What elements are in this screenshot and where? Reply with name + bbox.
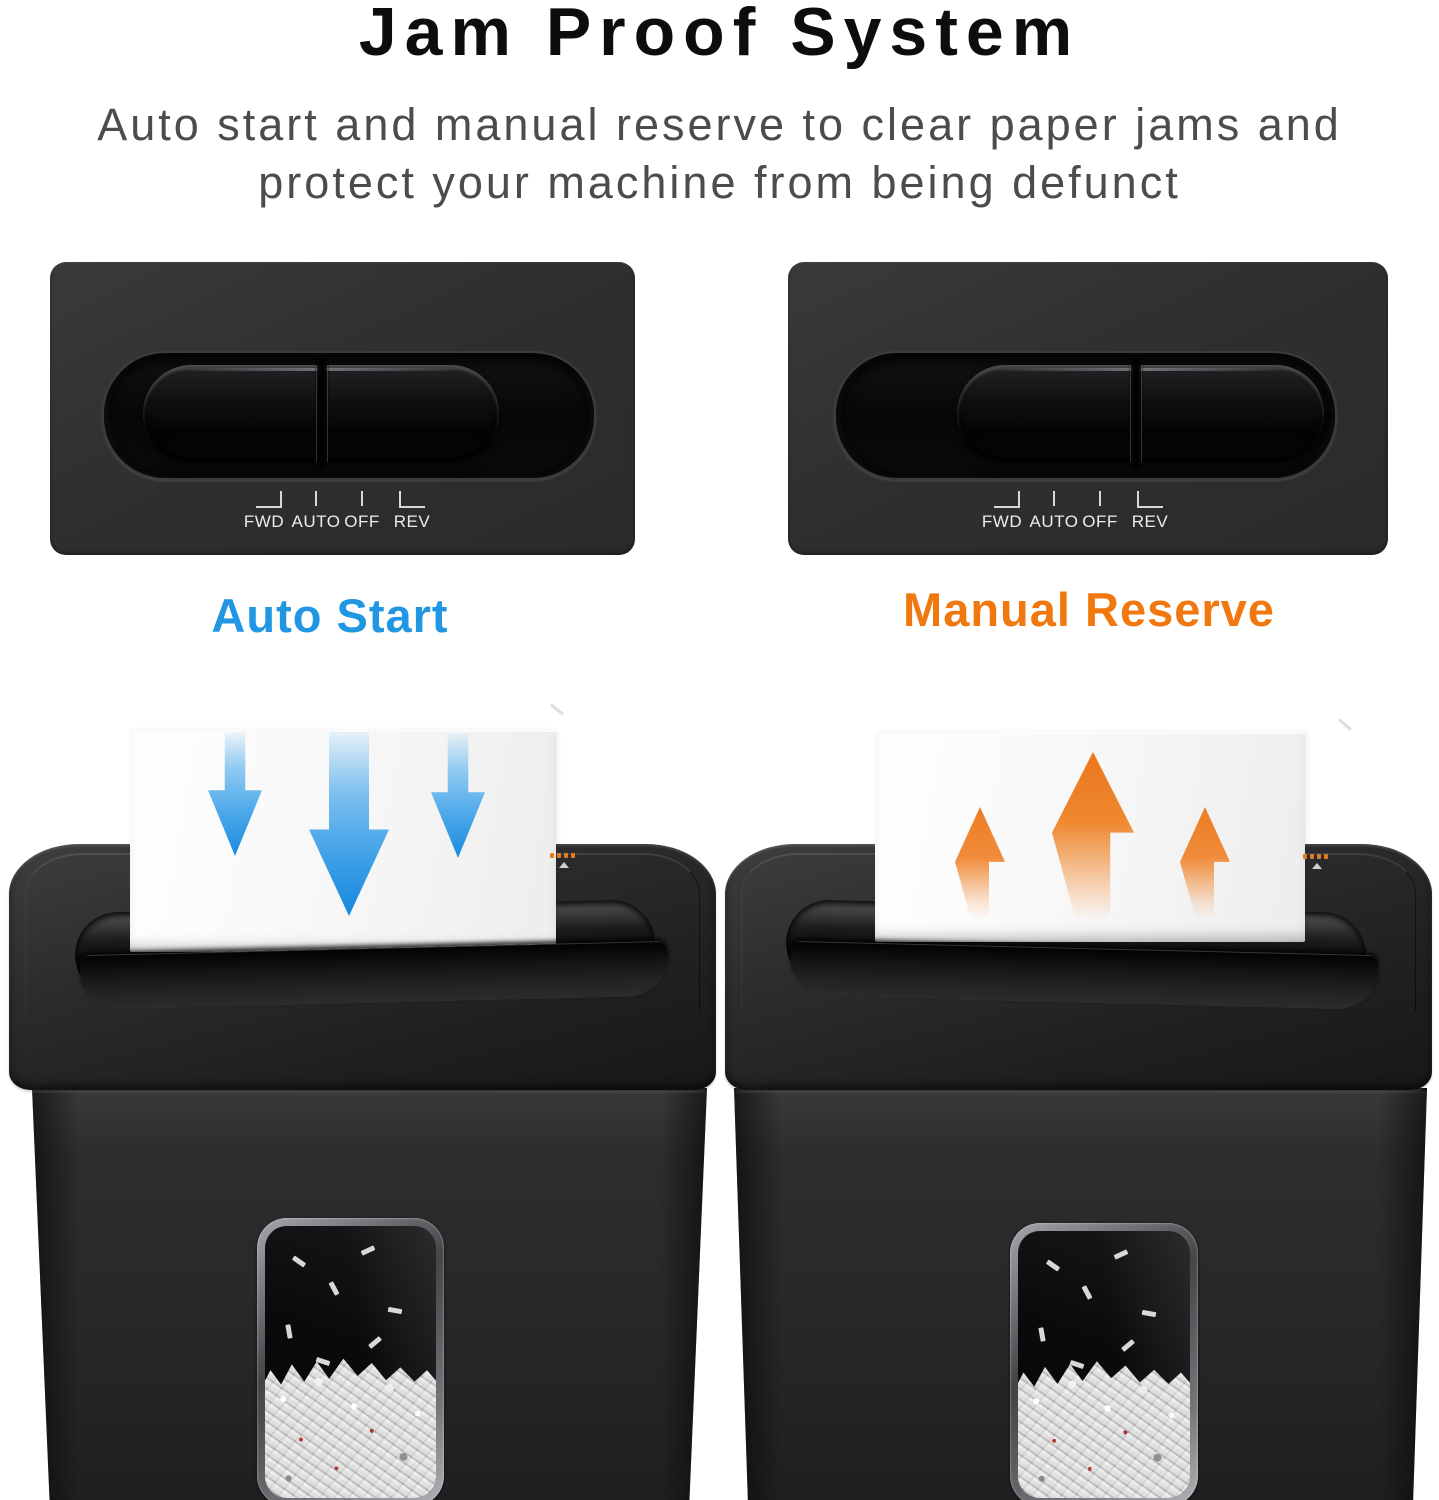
tick-off: [1099, 491, 1101, 506]
shredder-body: [32, 1088, 707, 1500]
speck-artifact: [1337, 718, 1353, 731]
slider-knob[interactable]: [143, 358, 499, 469]
control-panel-manual-reserve: FWD AUTO OFF REV: [788, 262, 1388, 555]
tick-rev: [1137, 491, 1163, 508]
slider-track: [102, 351, 596, 480]
slider-track: [834, 351, 1337, 480]
arrow-up-icon: [955, 807, 1005, 919]
switch-label-fwd: FWD: [243, 512, 285, 531]
control-panel-auto-start: FWD AUTO OFF REV: [50, 262, 635, 555]
subtitle: Auto start and manual reserve to clear p…: [0, 96, 1439, 212]
switch-label-off: OFF: [1082, 512, 1118, 531]
switch-label-auto: AUTO: [1029, 512, 1079, 531]
window-glass: [1018, 1231, 1190, 1498]
subtitle-line1: Auto start and manual reserve to clear p…: [97, 99, 1342, 150]
subtitle-line2: protect your machine from being defunct: [258, 157, 1181, 208]
indicator-pointer: [1312, 863, 1322, 869]
switch-label-rev: REV: [393, 512, 431, 531]
arrow-down-icon: [309, 732, 389, 916]
tick-rev: [399, 491, 425, 508]
manual-reserve-caption: Manual Reserve: [903, 583, 1275, 636]
arrow-down-icon: [431, 734, 485, 858]
switch-label-off: OFF: [344, 512, 380, 531]
shredded-paper-pile: [1018, 1361, 1190, 1498]
speck-artifact: [549, 703, 565, 716]
arrow-down-icon: [208, 732, 262, 856]
shredded-paper-pile: [265, 1358, 436, 1498]
switch-label-auto: AUTO: [291, 512, 341, 531]
tick-auto: [315, 491, 317, 506]
tick-auto: [1053, 491, 1055, 506]
viewing-window: [257, 1218, 444, 1500]
tick-fwd: [256, 491, 282, 508]
tick-off: [361, 491, 363, 506]
window-glass: [265, 1226, 436, 1498]
switch-label-rev: REV: [1131, 512, 1169, 531]
indicator-lights: [1303, 854, 1337, 872]
switch-label-fwd: FWD: [981, 512, 1023, 531]
auto-start-caption: Auto Start: [211, 589, 449, 642]
shredder-body: [734, 1088, 1427, 1500]
paper-sheet-feeding-down: [130, 730, 556, 952]
knob-divider: [1128, 358, 1144, 469]
arrow-up-icon: [1052, 752, 1134, 920]
viewing-window: [1010, 1223, 1198, 1500]
slider-knob[interactable]: [957, 358, 1324, 469]
paper-sheet-reversing-up: [875, 732, 1305, 942]
page-title: Jam Proof System: [358, 0, 1081, 70]
knob-divider: [314, 358, 330, 469]
indicator-lights: [550, 853, 584, 871]
tick-fwd: [994, 491, 1020, 508]
indicator-pointer: [559, 862, 569, 868]
arrow-up-icon: [1180, 807, 1230, 919]
